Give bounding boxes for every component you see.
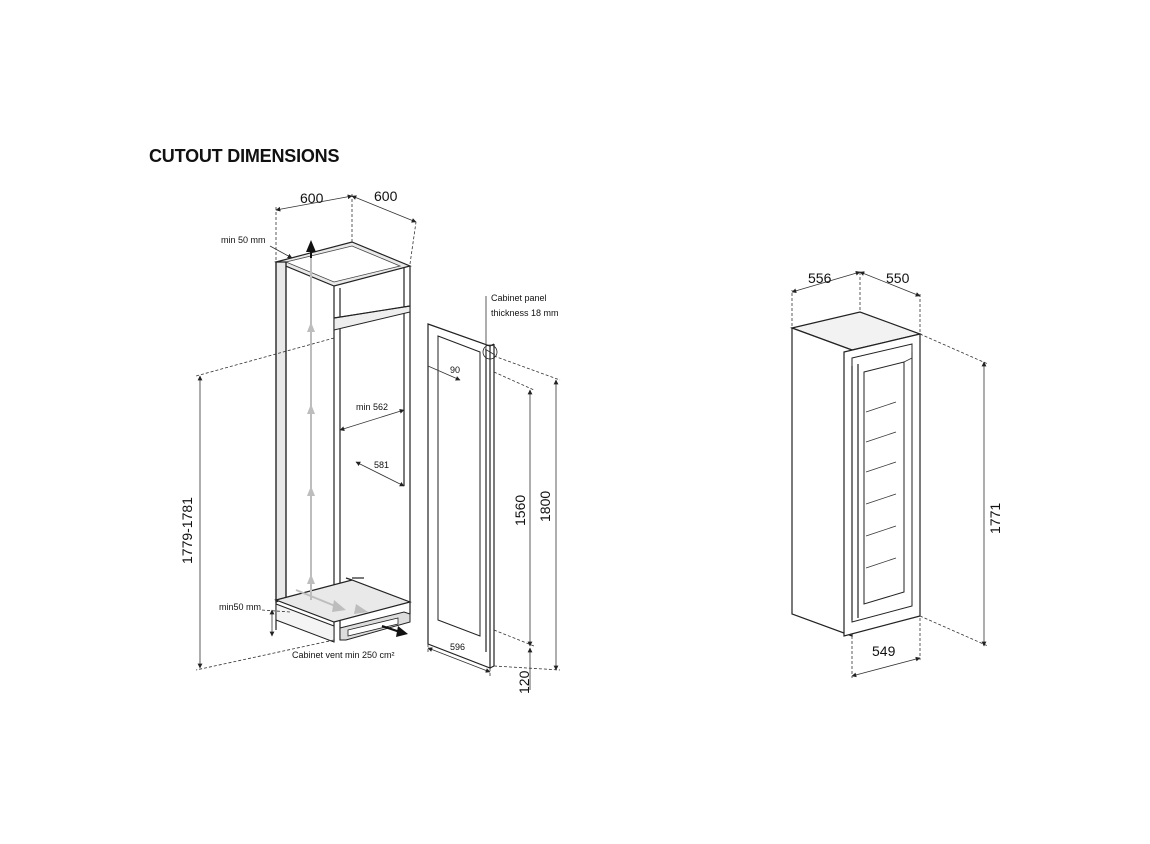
- door-panel-outline: [427, 323, 498, 669]
- appliance-dimension-lines: [791, 270, 989, 678]
- panel-bottom-label: 120: [516, 670, 532, 694]
- panel-thickness-label-line2: thickness 18 mm: [491, 308, 559, 318]
- vent-arrow-icon: [381, 625, 408, 637]
- cabinet-top-gap-label: min 50 mm: [221, 235, 266, 245]
- cabinet-depth-label: 600: [374, 188, 398, 204]
- panel-thickness-label-line1: Cabinet panel: [491, 293, 547, 303]
- appliance-outline: [789, 311, 923, 637]
- cabinet-bottom-gap-label: min50 mm: [219, 602, 261, 612]
- cabinet-inner-width-label: 581: [374, 460, 389, 470]
- airflow-arrow-icon: [295, 240, 368, 614]
- appliance-width-bottom-label: 549: [872, 643, 896, 659]
- page-title: CUTOUT DIMENSIONS: [149, 146, 340, 166]
- panel-total-height-label: 1800: [537, 491, 553, 522]
- panel-inner-height-label: 1560: [512, 495, 528, 526]
- panel-width-label: 596: [450, 642, 465, 652]
- cabinet-outline: [274, 241, 412, 643]
- appliance-height-label: 1771: [987, 503, 1003, 534]
- cabinet-vent-label: Cabinet vent min 250 cm²: [292, 650, 395, 660]
- cabinet-inner-depth-label: min 562: [356, 402, 388, 412]
- appliance-depth-label: 556: [808, 270, 832, 286]
- appliance-width-top-label: 550: [886, 270, 910, 286]
- cabinet-dimension-lines: [195, 194, 417, 671]
- door-panel-dimension-lines: [427, 296, 561, 690]
- cabinet-width-label: 600: [300, 190, 324, 206]
- cabinet-height-label: 1779-1781: [179, 497, 195, 564]
- panel-offset-label: 90: [450, 365, 460, 375]
